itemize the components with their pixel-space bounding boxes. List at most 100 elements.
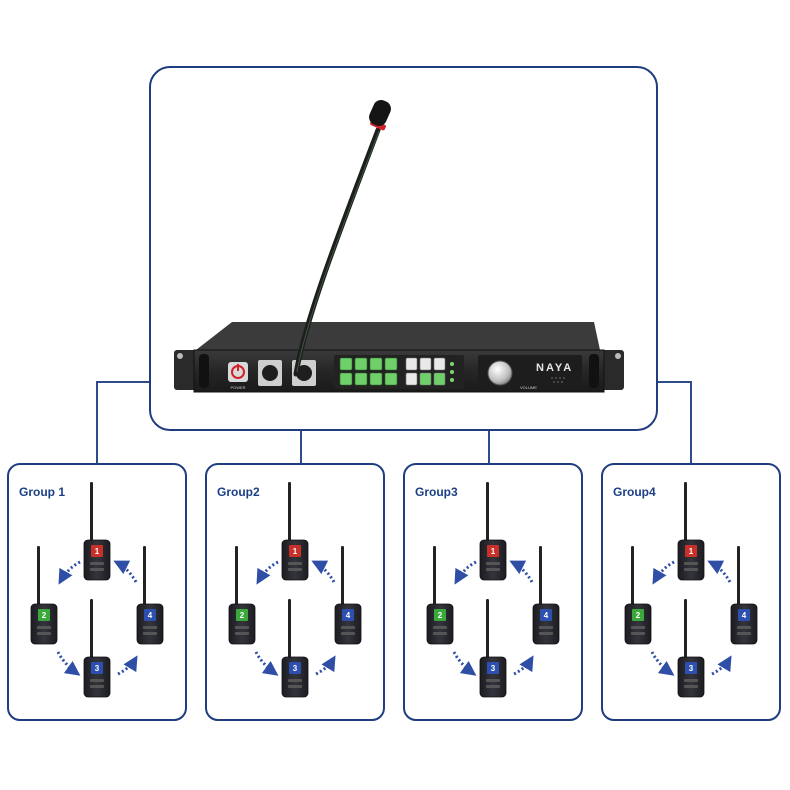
beltpack-number: 3 [95,664,100,673]
beltpack-button [737,632,751,635]
beltpack-antenna [90,482,93,542]
rack-ear-right [602,350,624,390]
beltpack-number: 4 [148,611,153,620]
beltpack-radio-icon: 4 [532,546,560,645]
white-key[interactable] [433,357,446,371]
white-key[interactable] [405,357,418,371]
beltpack-antenna [433,546,436,606]
beltpack-antenna [288,599,291,659]
connector-right [657,381,692,464]
beltpack-number: 2 [636,611,641,620]
beltpack-screen [91,662,103,674]
white-key[interactable] [419,357,432,371]
beltpack-radio-icon: 3 [677,599,705,698]
beltpack-button [288,562,302,565]
curved-dotted-arrow-icon [452,651,477,676]
green-key[interactable] [354,372,368,386]
beltpack-button [341,632,355,635]
beltpack-antenna [341,546,344,606]
curved-dotted-arrow-icon [113,560,138,583]
beltpack-button [90,679,104,682]
beltpack-radio-icon: 4 [730,546,758,645]
beltpack-antenna [288,482,291,542]
rack-ear-left [174,350,196,390]
green-key[interactable] [384,372,398,386]
volume-knob-icon[interactable] [487,360,513,386]
beltpack-button [684,679,698,682]
green-key[interactable] [369,357,383,371]
curved-dotted-arrow-icon [650,651,675,676]
beltpack-button [288,568,302,571]
beltpack-antenna [737,546,740,606]
beltpack-radio-icon: 2 [426,546,454,645]
beltpack-radio-icon: 1 [281,482,309,581]
beltpack-radio-icon: 2 [30,546,58,645]
beltpack-screen [738,609,750,621]
power-label: POWER [230,385,245,390]
beltpack-antenna [37,546,40,606]
rack-top-surface [196,322,600,350]
white-key-grid [405,357,446,386]
curved-dotted-arrow-icon [707,560,732,583]
connector-lines [96,381,692,464]
beltpack-antenna [684,599,687,659]
beltpack-button [539,632,553,635]
curved-dotted-arrow-icon [254,651,279,676]
rack-ear-hole [177,353,183,359]
beltpack-screen [91,545,103,557]
beltpack-screen [236,609,248,621]
group-frame [7,463,187,721]
white-key[interactable] [419,372,432,386]
beltpack-radio-icon: 3 [479,599,507,698]
green-key[interactable] [369,372,383,386]
beltpack-radio-icon: 3 [281,599,309,698]
white-key[interactable] [433,372,446,386]
green-key[interactable] [339,357,353,371]
group-label: Group2 [217,485,260,499]
beltpack-button [737,626,751,629]
group-frame [601,463,781,721]
naya-logo: NAYA [536,362,573,374]
beltpack-screen [540,609,552,621]
beltpack-number: 4 [346,611,351,620]
beltpack-button [37,626,51,629]
rack-handle-left [199,354,209,388]
beltpack-button [90,568,104,571]
beltpack-antenna [90,599,93,659]
beltpack-number: 2 [438,611,443,620]
curved-dotted-arrow-icon [509,560,534,583]
green-key[interactable] [354,357,368,371]
beltpack-radio-icon: 4 [136,546,164,645]
beltpack-button [684,568,698,571]
green-key[interactable] [339,372,353,386]
beltpack-button [90,562,104,565]
beltpack-number: 4 [544,611,549,620]
group-label: Group3 [415,485,458,499]
curved-dotted-arrow-icon [652,560,675,585]
beltpack-screen [685,662,697,674]
beltpack-screen [144,609,156,621]
beltpack-number: 2 [240,611,245,620]
beltpack-radio-icon: 1 [83,482,111,581]
gooseneck-highlight [296,130,380,373]
group-box: Group3 1 2 3 4 [403,463,583,721]
group-frame [403,463,583,721]
beltpack-screen [38,609,50,621]
rack-handle-right [589,354,599,388]
beltpack-radio-icon: 2 [624,546,652,645]
beltpack-screen [434,609,446,621]
beltpack-antenna [539,546,542,606]
xlr-socket [296,365,312,381]
beltpack-screen [289,662,301,674]
beltpack-number: 1 [491,547,496,556]
white-key[interactable] [405,372,418,386]
beltpack-button [631,626,645,629]
rack-ear-hole [615,353,621,359]
green-key[interactable] [384,357,398,371]
beltpack-number: 1 [95,547,100,556]
beltpack-number: 4 [742,611,747,620]
group-label: Group4 [613,485,656,499]
